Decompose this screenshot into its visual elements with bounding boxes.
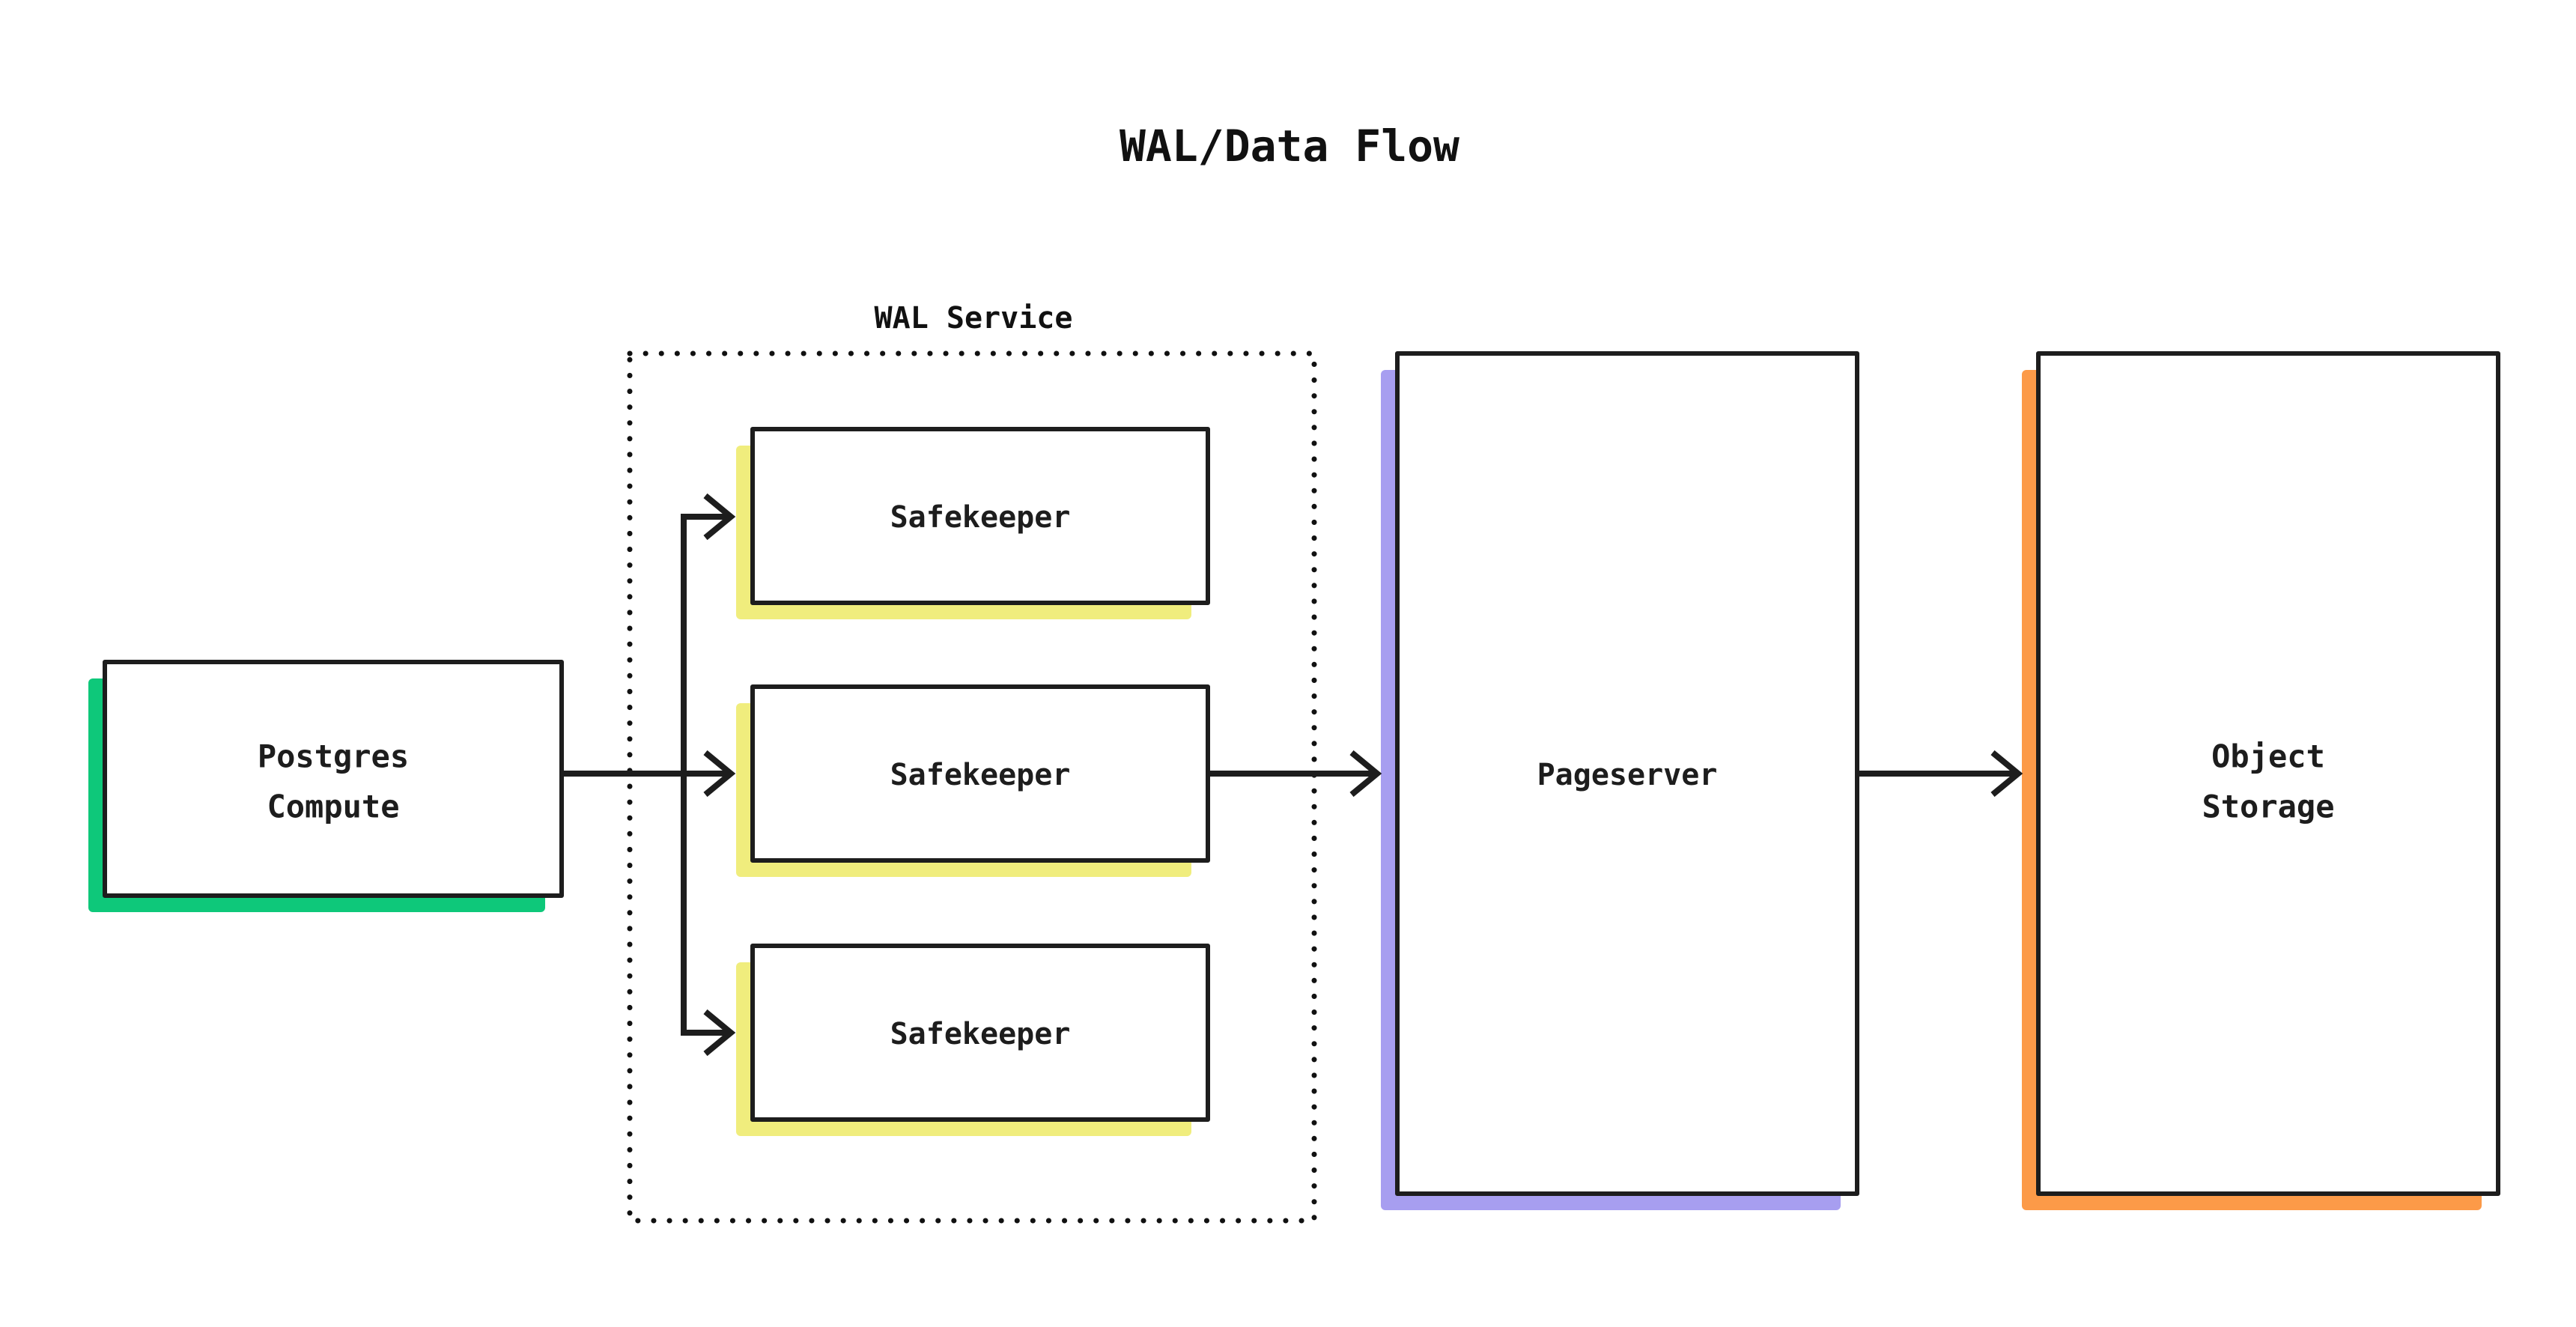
cluster-border-wal-service [627,350,1317,1224]
node-label-object-storage-line1: Object [2211,738,2325,775]
node-safekeeper-2[interactable]: Safekeeper [736,684,1210,877]
cluster-label-wal-service: WAL Service [875,301,1073,335]
node-box-safekeeper-3 [750,944,1210,1122]
page-title: WAL/Data Flow [1120,121,1459,171]
node-label-pageserver: Pageserver [1537,758,1718,792]
node-safekeeper-1[interactable]: Safekeeper [736,427,1210,619]
node-label-safekeeper-3: Safekeeper [890,1017,1071,1051]
node-label-safekeeper-2: Safekeeper [890,758,1071,792]
node-object-storage[interactable]: Object Storage [2022,351,2500,1210]
node-box-pageserver [1395,351,1859,1196]
edge-pageserver-to-object-storage [1857,750,2023,798]
node-label-object-storage-line2: Storage [2202,789,2334,825]
node-label-postgres-compute-line2: Compute [267,789,399,825]
node-box-postgres-compute [103,660,564,898]
edge-compute-to-safekeeper-3 [681,774,736,1057]
node-label-safekeeper-1: Safekeeper [890,500,1071,535]
edge-safekeeper-2-to-pageserver [1208,750,1382,798]
node-box-object-storage [2036,351,2500,1196]
edge-compute-to-safekeeper-1 [681,493,736,774]
node-postgres-compute[interactable]: Postgres Compute [88,660,564,912]
node-safekeeper-3[interactable]: Safekeeper [736,944,1210,1136]
node-box-safekeeper-1 [750,427,1210,605]
edge-compute-to-safekeeper-2 [563,750,736,798]
node-label-postgres-compute-line1: Postgres [258,738,409,775]
node-pageserver[interactable]: Pageserver [1381,351,1859,1210]
